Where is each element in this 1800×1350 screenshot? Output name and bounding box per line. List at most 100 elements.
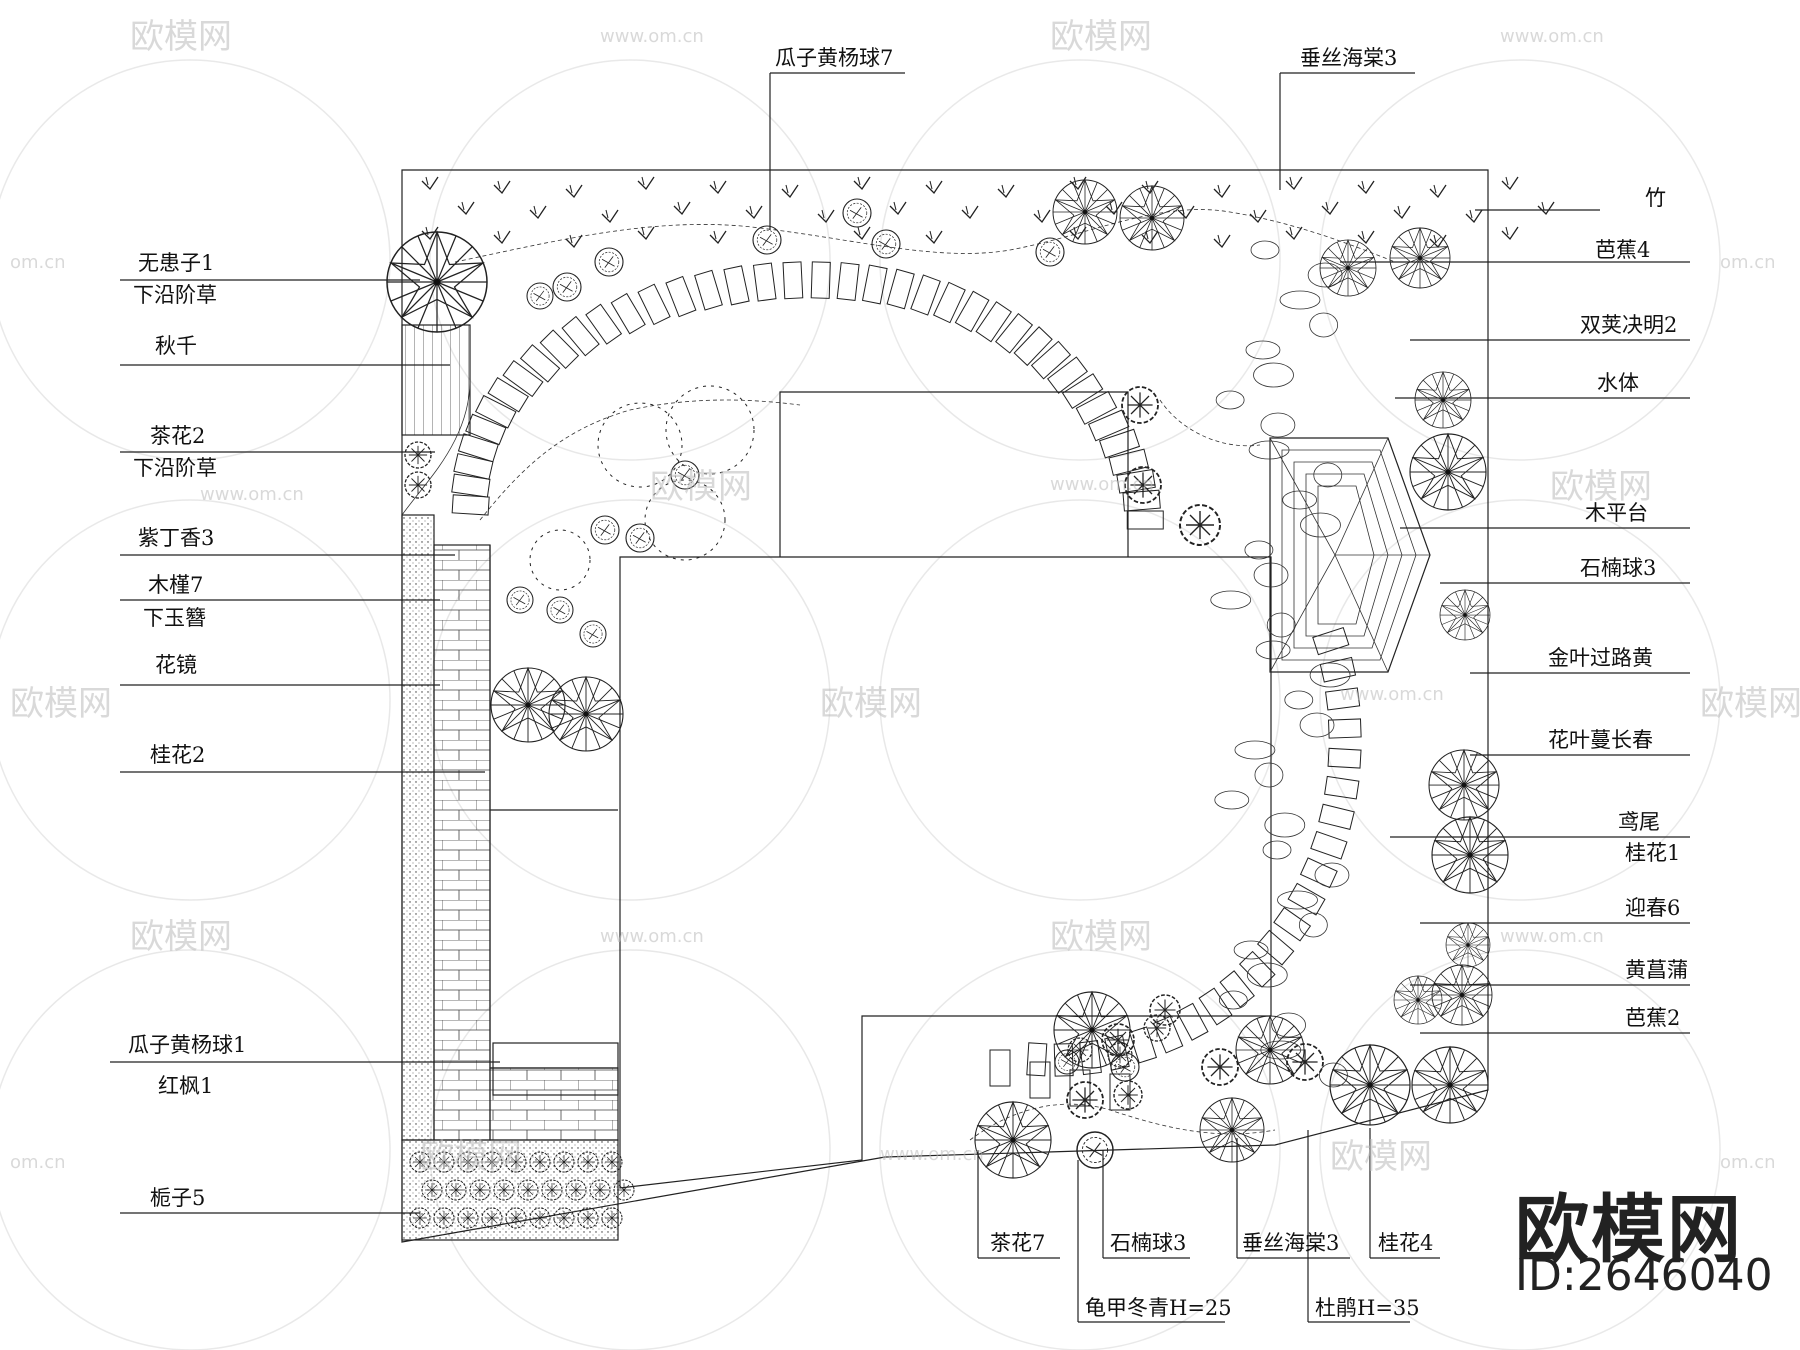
model-id: ID:2646040 bbox=[1515, 1250, 1773, 1301]
stepping-stone bbox=[975, 301, 1012, 343]
bamboo-tick bbox=[673, 201, 691, 215]
stepping-stone bbox=[465, 413, 507, 446]
stepping-stone bbox=[752, 262, 777, 302]
wood-deck bbox=[1269, 437, 1431, 673]
shrub-icon bbox=[1101, 1023, 1135, 1057]
watermark: 欧模网 bbox=[10, 684, 112, 724]
stepping-stone bbox=[910, 274, 941, 316]
bamboo-tick bbox=[493, 230, 511, 244]
label-yingchun: 迎春6 bbox=[1625, 896, 1680, 920]
stepping-stone bbox=[954, 290, 990, 333]
bamboo-tick bbox=[781, 184, 799, 198]
small-tree-icon bbox=[526, 282, 554, 310]
rock bbox=[1215, 390, 1245, 410]
label-shuangjia: 双荚决明2 bbox=[1580, 313, 1677, 337]
tree-icon bbox=[975, 1102, 1051, 1178]
tree-canopy bbox=[665, 385, 755, 475]
label-xiayanjiecao-2: 下沿阶草 bbox=[133, 456, 217, 480]
rock bbox=[1233, 940, 1269, 960]
watermark-url: om.cn bbox=[10, 252, 66, 273]
label-zhu: 竹 bbox=[1645, 186, 1666, 210]
stepping-stone bbox=[1075, 390, 1118, 425]
stepping-stone bbox=[1327, 718, 1362, 739]
tree-canopy bbox=[597, 402, 683, 488]
label-shinan3-r: 石楠球3 bbox=[1580, 556, 1656, 580]
tree-icon bbox=[549, 677, 623, 751]
planting-edge-bottom bbox=[969, 1103, 1276, 1141]
bed-edge-left bbox=[401, 379, 471, 516]
rock bbox=[1282, 490, 1318, 510]
stepping-stone bbox=[1128, 1026, 1158, 1064]
stepping-stone bbox=[1310, 830, 1348, 860]
stepping-stone bbox=[1061, 373, 1104, 410]
planting-edge-right bbox=[1159, 399, 1261, 447]
stepping-stone bbox=[1238, 950, 1276, 988]
label-qiuqian: 秋千 bbox=[155, 334, 197, 358]
label-guazi1: 瓜子黄杨球1 bbox=[128, 1033, 246, 1057]
rock bbox=[1277, 890, 1318, 910]
rock bbox=[1253, 362, 1294, 388]
bamboo-tick bbox=[457, 201, 475, 215]
rock bbox=[1253, 562, 1289, 588]
brick-path-bottom bbox=[489, 1067, 619, 1141]
rock bbox=[1319, 1062, 1348, 1088]
stepping-stone bbox=[1312, 626, 1350, 656]
small-tree-icon bbox=[506, 586, 534, 614]
label-guihua4: 桂花4 bbox=[1378, 1231, 1433, 1255]
stepping-stone bbox=[585, 303, 623, 345]
planting-edge-left bbox=[479, 399, 801, 521]
stepping-stone bbox=[1069, 1069, 1091, 1107]
bamboo-tick bbox=[1213, 234, 1231, 248]
watermark-url: www.om.cn bbox=[200, 484, 304, 505]
watermark: 欧模网 bbox=[130, 917, 232, 957]
bamboo-tick bbox=[1177, 205, 1195, 219]
rock bbox=[1309, 312, 1339, 338]
watermark: 欧模网 bbox=[420, 1137, 522, 1177]
stepping-stone bbox=[1026, 1042, 1048, 1077]
tree-icon bbox=[1330, 1045, 1410, 1125]
stepping-stone bbox=[1030, 340, 1072, 380]
stepping-stone bbox=[1176, 1002, 1209, 1041]
rock bbox=[1246, 962, 1288, 988]
bamboo-tick bbox=[1465, 209, 1483, 223]
bamboo-tick bbox=[1429, 184, 1447, 198]
small-tree-icon bbox=[1035, 237, 1065, 267]
banana-icon bbox=[1415, 372, 1471, 428]
tree-icon bbox=[1053, 180, 1117, 244]
stepping-stone bbox=[1324, 775, 1360, 800]
stepping-stone bbox=[1325, 687, 1361, 711]
rock bbox=[1262, 840, 1292, 860]
label-chuisi3-top: 垂丝海棠3 bbox=[1300, 46, 1397, 70]
rock bbox=[1298, 912, 1328, 938]
rock bbox=[1284, 690, 1314, 710]
bamboo-tick bbox=[529, 205, 547, 219]
stepping-stone bbox=[1047, 356, 1088, 394]
small-tree-icon bbox=[1110, 1052, 1140, 1082]
banana-icon bbox=[1440, 590, 1490, 640]
stepping-stone bbox=[782, 261, 804, 300]
stepping-stone bbox=[1287, 882, 1326, 916]
banana-icon bbox=[1446, 923, 1490, 967]
rock bbox=[1245, 340, 1281, 360]
stepping-stone bbox=[886, 268, 915, 310]
stepping-stone bbox=[451, 473, 491, 498]
stepping-stone bbox=[1122, 489, 1161, 512]
shrub-icon bbox=[1113, 1080, 1143, 1110]
stepping-stone bbox=[1198, 987, 1233, 1026]
watermark-url: www.om.cn bbox=[1050, 474, 1154, 495]
watermark-url: om.cn bbox=[10, 1152, 66, 1173]
brand-logo-text: 欧模网 bbox=[1515, 1187, 1743, 1273]
stepping-stone bbox=[539, 329, 580, 370]
tree-canopy bbox=[644, 479, 726, 561]
small-tree-icon bbox=[594, 247, 624, 277]
bamboo-tick bbox=[1285, 226, 1303, 240]
tree-canopy bbox=[529, 529, 591, 591]
bamboo-tick bbox=[853, 176, 871, 190]
rock bbox=[1218, 990, 1248, 1010]
label-xiayanjiecao-1: 下沿阶草 bbox=[133, 283, 217, 307]
bamboo-tick bbox=[1213, 184, 1231, 198]
shrub-icon bbox=[1149, 994, 1181, 1026]
label-guihua1: 桂花1 bbox=[1625, 841, 1680, 865]
label-xiayuzan: 下玉簪 bbox=[143, 606, 206, 630]
